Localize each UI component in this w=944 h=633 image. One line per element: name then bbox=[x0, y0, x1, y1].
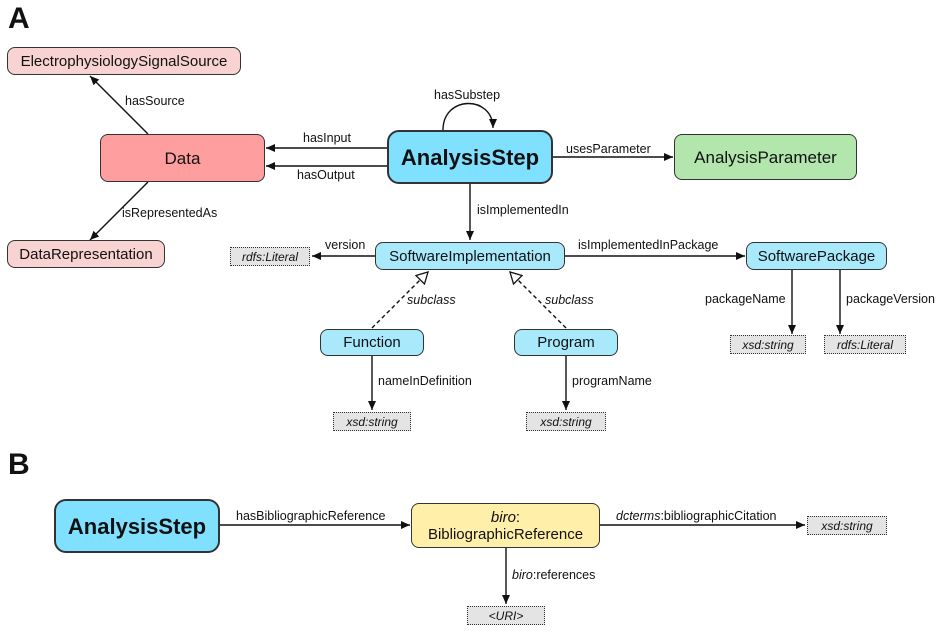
node-label: SoftwareImplementation bbox=[389, 247, 551, 265]
label-is-implemented-in: isImplementedIn bbox=[477, 203, 569, 217]
node-software-package: SoftwarePackage bbox=[746, 242, 887, 270]
node-data-representation: DataRepresentation bbox=[7, 240, 165, 268]
node-function: Function bbox=[320, 329, 424, 356]
label-is-represented-as: isRepresentedAs bbox=[122, 206, 218, 220]
node-label: DataRepresentation bbox=[19, 245, 153, 263]
label-has-substep: hasSubstep bbox=[434, 88, 501, 102]
node-label: Data bbox=[164, 148, 201, 168]
node-analysis-parameter: AnalysisParameter bbox=[674, 134, 857, 180]
label-references: biro:references bbox=[512, 568, 595, 582]
label-name-in-definition: nameInDefinition bbox=[378, 374, 472, 388]
node-bibliographic-reference: biro: BibliographicReference bbox=[411, 503, 600, 548]
label-has-output: hasOutput bbox=[297, 168, 355, 182]
literal-version: rdfs:Literal bbox=[230, 247, 310, 266]
bibliographic-reference-text: biro: BibliographicReference bbox=[428, 509, 583, 543]
node-label: Program bbox=[537, 334, 595, 351]
bib-prefix: biro bbox=[490, 508, 516, 526]
literal-uri: <URI> bbox=[467, 606, 545, 625]
node-analysis-step: AnalysisStep bbox=[387, 130, 553, 184]
edge-has-source bbox=[89, 75, 149, 135]
edge-is-represented-as bbox=[89, 181, 149, 241]
citation-prefix: dcterms bbox=[616, 509, 661, 523]
label-package-name: packageName bbox=[705, 292, 786, 306]
label-has-input: hasInput bbox=[303, 131, 351, 145]
edge-subclass-program bbox=[510, 272, 567, 329]
label-program-name: programName bbox=[572, 374, 652, 388]
references-prefix: biro bbox=[512, 568, 533, 582]
node-label: AnalysisStep bbox=[67, 513, 207, 539]
node-electrophysiology-signal-source: ElectrophysiologySignalSource bbox=[7, 47, 241, 75]
node-label: AnalysisStep bbox=[400, 144, 540, 170]
label-has-bibliographic-reference: hasBibliographicReference bbox=[236, 509, 386, 523]
literal-program-name: xsd:string bbox=[526, 412, 606, 431]
node-program: Program bbox=[514, 329, 618, 356]
literal-package-version: rdfs:Literal bbox=[824, 335, 906, 354]
literal-name-in-definition: xsd:string bbox=[333, 412, 411, 431]
label-has-source: hasSource bbox=[125, 94, 185, 108]
bib-name: BibliographicReference bbox=[427, 525, 584, 543]
label-subclass-program: subclass bbox=[545, 293, 594, 307]
literal-package-name: xsd:string bbox=[730, 335, 806, 354]
label-is-implemented-in-package: isImplementedInPackage bbox=[578, 238, 719, 252]
node-label: AnalysisParameter bbox=[694, 147, 837, 167]
node-software-implementation: SoftwareImplementation bbox=[375, 242, 565, 270]
bib-colon: : bbox=[515, 508, 521, 526]
label-version: version bbox=[325, 238, 366, 252]
node-analysis-step-b: AnalysisStep bbox=[54, 499, 220, 553]
node-label: Function bbox=[343, 334, 401, 351]
label-package-version: packageVersion bbox=[846, 292, 935, 306]
label-subclass-function: subclass bbox=[407, 293, 456, 307]
panel-label-a: A bbox=[8, 2, 30, 35]
edge-has-substep bbox=[442, 102, 497, 131]
panel-label-b: B bbox=[8, 448, 30, 481]
node-label: ElectrophysiologySignalSource bbox=[20, 52, 228, 70]
edge-subclass-function bbox=[371, 272, 428, 329]
label-bibliographic-citation: dcterms:bibliographicCitation bbox=[616, 509, 777, 523]
node-data: Data bbox=[100, 134, 265, 182]
node-label: SoftwarePackage bbox=[757, 247, 876, 265]
references-suffix: :references bbox=[532, 568, 596, 582]
literal-citation: xsd:string bbox=[807, 516, 887, 535]
label-uses-parameter: usesParameter bbox=[566, 142, 651, 156]
citation-suffix: :bibliographicCitation bbox=[660, 509, 777, 523]
